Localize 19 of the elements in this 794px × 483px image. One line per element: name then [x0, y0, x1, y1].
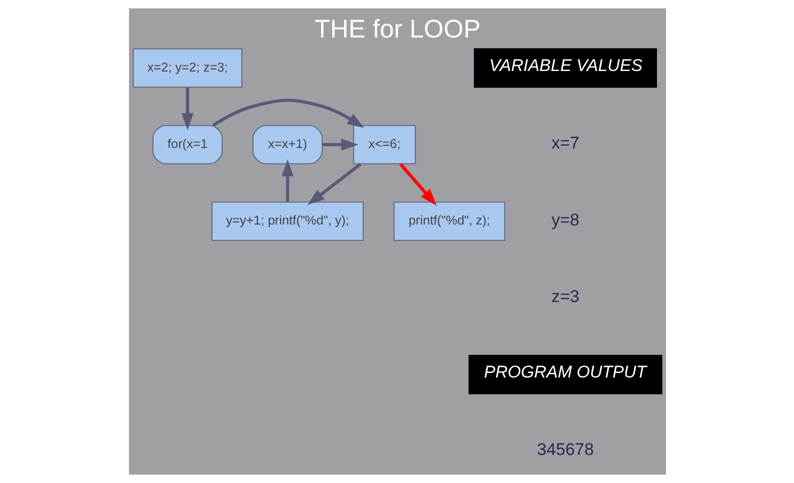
label: y=8 [550, 210, 579, 230]
arrow [181, 87, 194, 130]
arrow [281, 159, 294, 202]
label: x=7 [550, 134, 579, 153]
node-box: printf("%d", z); [393, 202, 505, 241]
arrow [322, 138, 358, 151]
arrow [306, 162, 361, 205]
diagram-title: THE for LOOP [314, 15, 480, 44]
arrow [212, 98, 364, 128]
label: VARIABLE VALUES [488, 56, 642, 75]
node-box: x=2; y=2; z=3; [132, 48, 242, 88]
label: PROGRAM OUTPUT [483, 362, 646, 382]
node-box: x<=6; [352, 124, 416, 164]
node-box: x=x+1) [252, 124, 322, 164]
arrow [398, 163, 436, 206]
label: z=3 [550, 286, 579, 306]
label: 345678 [536, 440, 594, 460]
node-box: y=y+1; printf("%d", y); [211, 202, 364, 241]
node-box: for(x=1 [152, 124, 222, 164]
